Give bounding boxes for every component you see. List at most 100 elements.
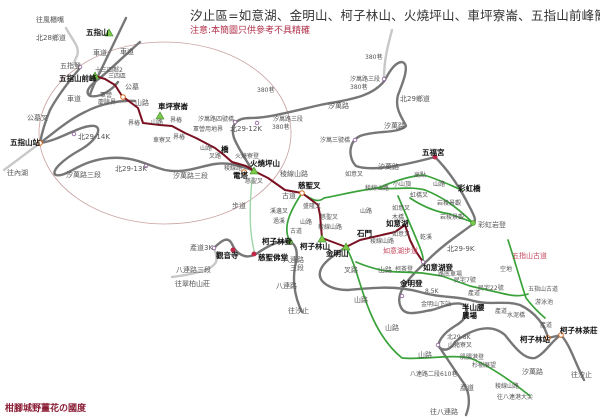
map-label: 山路: [378, 265, 392, 274]
map-label: 如意叉: [392, 204, 410, 212]
map-label: 車道: [93, 48, 107, 57]
red-dot-icon: [230, 247, 236, 253]
map-label: 如意叉: [392, 230, 410, 238]
green-dot-icon: [287, 239, 293, 245]
map-label: 火燒坪山: [250, 158, 280, 168]
focus-area-ellipse: [38, 41, 292, 225]
road-north29-12k: [231, 60, 437, 172]
map-label: 北28鄉道: [36, 33, 66, 42]
map-label: 車道: [120, 47, 134, 56]
map-label: 380巷: [257, 86, 274, 94]
map-label: 金明山下站: [421, 300, 451, 308]
map-label: 盛隆叉: [303, 202, 321, 210]
green-triangle-icon: [155, 111, 165, 120]
trail-jinming-south: [345, 246, 531, 397]
map-label: 觀音寺: [216, 250, 239, 260]
map-label: 岩稜景觀: [440, 213, 464, 221]
map-label: 慈聖佛堂: [258, 252, 288, 262]
circle-marker-icon: [143, 163, 149, 169]
waypoint-markers: [71, 64, 441, 348]
circle-marker-icon: [71, 131, 77, 137]
map-label: 如意湖: [386, 218, 409, 228]
road-caihong: [398, 155, 477, 351]
trail-ruyi-inner: [397, 195, 424, 263]
map-label: 電塔: [233, 170, 248, 180]
footer-brand: 柑腳城野薑花の國度: [5, 404, 87, 414]
map-label: 乾溪: [420, 233, 432, 241]
circle-marker-icon: [299, 190, 305, 196]
map-label: 稜線山路: [280, 169, 308, 178]
map-label: 8.5K: [425, 288, 440, 295]
map-label: 山路: [354, 295, 368, 304]
map-label: 山路: [433, 180, 445, 188]
map-label: 往風櫃嘴: [36, 15, 64, 24]
map-label: 慈聖叉: [245, 177, 263, 185]
circle-marker-icon: [77, 64, 83, 70]
map-label: 路底車場: [438, 270, 462, 278]
map-label: 車寮叉: [153, 136, 171, 144]
map-label: 北29-12K: [230, 125, 262, 133]
circle-marker-icon: [232, 119, 238, 125]
map-label: 汐萬路三段: [173, 171, 208, 180]
temple-markers: [230, 154, 438, 257]
map-label: 往汐止: [288, 306, 309, 315]
map-label: 金明山: [325, 248, 349, 258]
map-label: 山路: [151, 118, 163, 126]
map-label: 往汐止: [571, 370, 592, 379]
map-label: 古道: [290, 227, 302, 235]
map-label: 往翠柏山莊: [175, 279, 210, 288]
map-label: 虹橋叉: [410, 191, 428, 199]
map-label: 往內湖: [7, 168, 28, 177]
trail-wuzhishan-old: [507, 239, 546, 319]
map-label: 石門: [356, 229, 372, 238]
map-label: 肌腸港登: [460, 353, 484, 361]
road-xiwan-upper: [38, 99, 137, 145]
map-label: 山路: [300, 218, 312, 226]
map-label: 山路: [360, 207, 372, 215]
red-dot-icon: [251, 251, 257, 257]
road-balian: [438, 346, 471, 417]
map-label: 火燒寮登: [235, 152, 259, 160]
map-label: 軍營用地界: [193, 125, 223, 133]
map-label: 過溪: [273, 217, 285, 225]
green-triangle-icon: [90, 71, 100, 80]
map-label: 稜線山路: [370, 237, 394, 245]
map-label: 金明登: [399, 278, 423, 288]
circle-marker-icon: [120, 94, 126, 100]
red-dot-icon: [432, 154, 438, 160]
map-label: 山豬寮叉: [448, 341, 472, 349]
map-label: 產道: [495, 307, 507, 315]
circle-marker-icon: [381, 76, 387, 82]
map-label: 往八連路: [430, 407, 458, 416]
map-label: 北29-14K: [78, 133, 110, 141]
map-label: 北29-8K: [447, 333, 472, 341]
map-label: 汐萬路: [378, 162, 399, 171]
green-triangle-icon: [317, 234, 327, 243]
circle-marker-icon: [558, 332, 564, 338]
map-label: 八連路: [276, 281, 297, 290]
road-xiwan-south: [453, 327, 563, 360]
road-to-cuibai: [170, 246, 218, 279]
map-label: 慈聖叉: [320, 213, 338, 221]
map-label: 杉樹展望: [472, 361, 496, 369]
map-label: 八連路: [283, 255, 304, 264]
map-label: 北29-13K: [115, 165, 147, 173]
map-label: 產道: [468, 289, 480, 297]
map-labels: 往風櫃嘴北28鄉道五指山車道車道五指登五指山前峰十三四鄰2三四區公墓車道軍營慶陵…: [7, 15, 598, 416]
map-label: 稜線山路: [495, 382, 519, 390]
map-label: 產道3K: [190, 243, 213, 252]
map-label: 汐萬路: [384, 121, 405, 130]
peak-markers: [90, 28, 476, 251]
map-label: 五指山古道: [512, 251, 547, 260]
road-xiwan-3rd-section: [38, 124, 254, 177]
trail-yanleng: [409, 197, 473, 223]
circle-marker-icon: [420, 259, 426, 265]
map-label: 柯子林登: [262, 236, 292, 246]
map-label: 界樁: [173, 133, 185, 141]
map-label: 五福宮: [422, 147, 445, 157]
map-label: 380巷: [350, 83, 367, 91]
map-label: 叉路: [344, 265, 358, 274]
map-label: 汐萬路: [522, 367, 543, 376]
map-label: 北29鄉道: [400, 94, 430, 103]
map-label: 汐萬路四號橋: [198, 115, 234, 123]
